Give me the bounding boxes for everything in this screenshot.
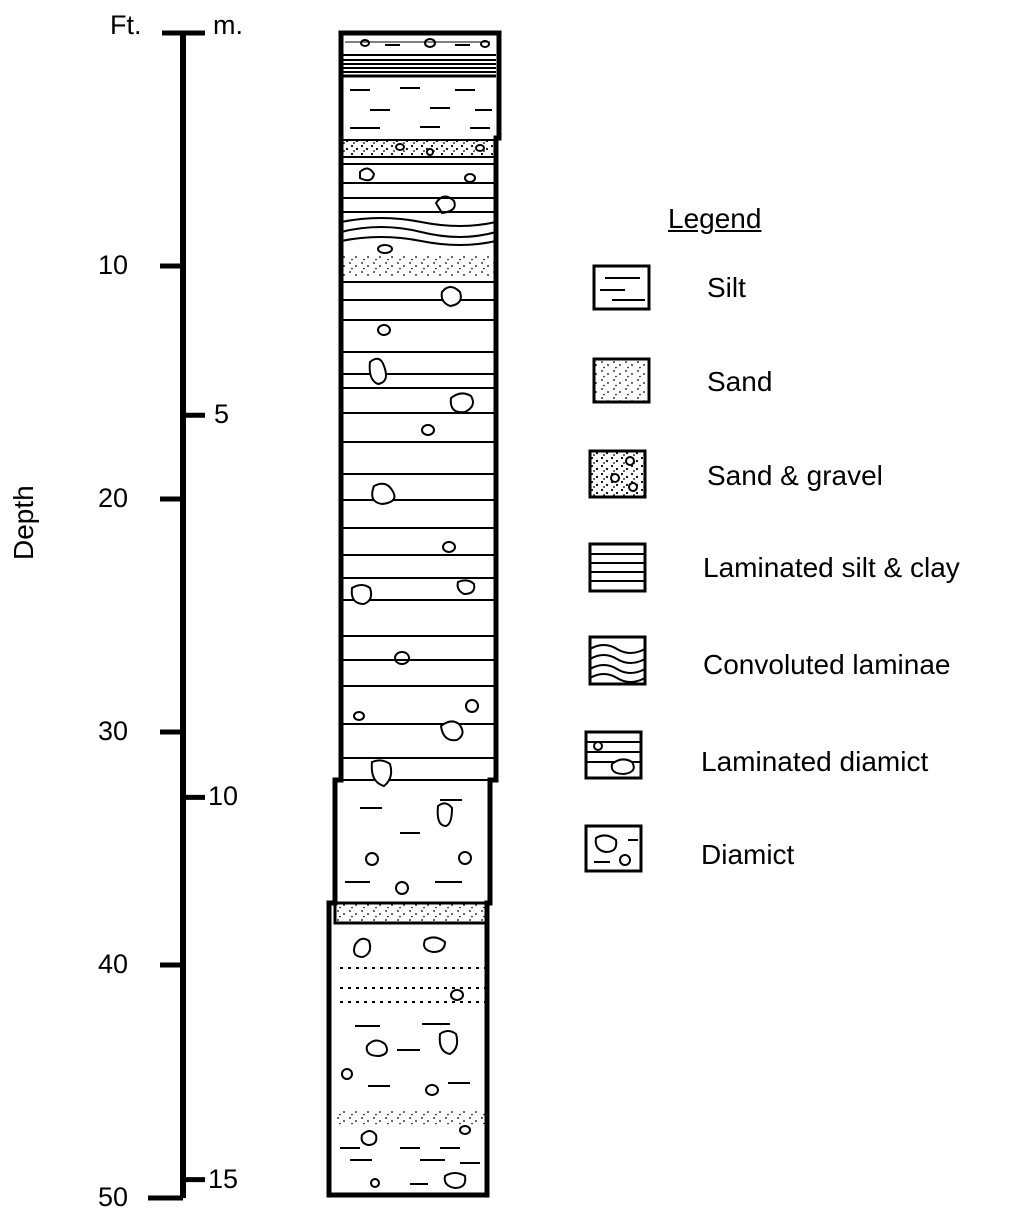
meter-tick-label: 10: [208, 781, 239, 812]
legend-label-sand: Sand: [707, 366, 773, 397]
legend-label-sand-gravel: Sand & gravel: [707, 460, 883, 491]
feet-tick-label: 50: [98, 1182, 129, 1212]
sand-gravel-swatch-icon: [588, 449, 647, 499]
legend-label-silt: Silt: [707, 272, 746, 303]
silt-swatch-icon: [592, 264, 651, 311]
unit-convoluted-laminae: [340, 217, 497, 254]
legend-title: Legend: [668, 203, 762, 234]
unit-sand-middle: [333, 901, 489, 925]
feet-tick-label: 30: [98, 716, 129, 746]
unit-laminated-silt-clay: [341, 281, 496, 788]
laminated-swatch-icon: [588, 542, 647, 593]
unit-silty-gravel-top: [345, 38, 490, 48]
legend-label-laminated: Laminated silt & clay: [703, 552, 960, 583]
laminated-diamict-swatch-icon: [584, 730, 643, 780]
depth-axis-title: Depth: [8, 485, 39, 560]
column-outline: [326, 30, 502, 1198]
legend-swatches: [584, 264, 651, 873]
feet-tick-marks: [160, 263, 183, 968]
legend-label-diamict: Diamict: [701, 839, 795, 870]
unit-diamict-middle: [345, 799, 472, 895]
depth-axis: [148, 30, 205, 1201]
unit-dense-laminae: [341, 54, 496, 78]
unit-sand-gravel-upper: [340, 139, 497, 158]
meter-tick-label: 15: [208, 1163, 239, 1194]
convoluted-swatch-icon: [588, 635, 647, 686]
meter-tick-marks: [183, 412, 205, 1183]
sand-swatch-icon: [592, 357, 651, 404]
unit-laminated-diamict-upper: [341, 163, 496, 215]
unit-sand-upper: [341, 256, 496, 276]
meter-tick-label: 5: [214, 399, 230, 430]
unit-silt: [350, 87, 492, 129]
feet-tick-label: 20: [98, 483, 129, 513]
unit-diamict-lower: [336, 936, 488, 1190]
feet-unit-label: Ft.: [110, 10, 142, 40]
diamict-swatch-icon: [584, 824, 643, 873]
legend-label-laminated-diamict: Laminated diamict: [701, 746, 929, 777]
meter-unit-label: m.: [213, 10, 243, 40]
feet-tick-label: 40: [98, 949, 129, 979]
feet-tick-label: 10: [98, 250, 129, 280]
legend-label-convoluted: Convoluted laminae: [703, 649, 951, 680]
stratigraphic-column: [326, 30, 502, 1198]
